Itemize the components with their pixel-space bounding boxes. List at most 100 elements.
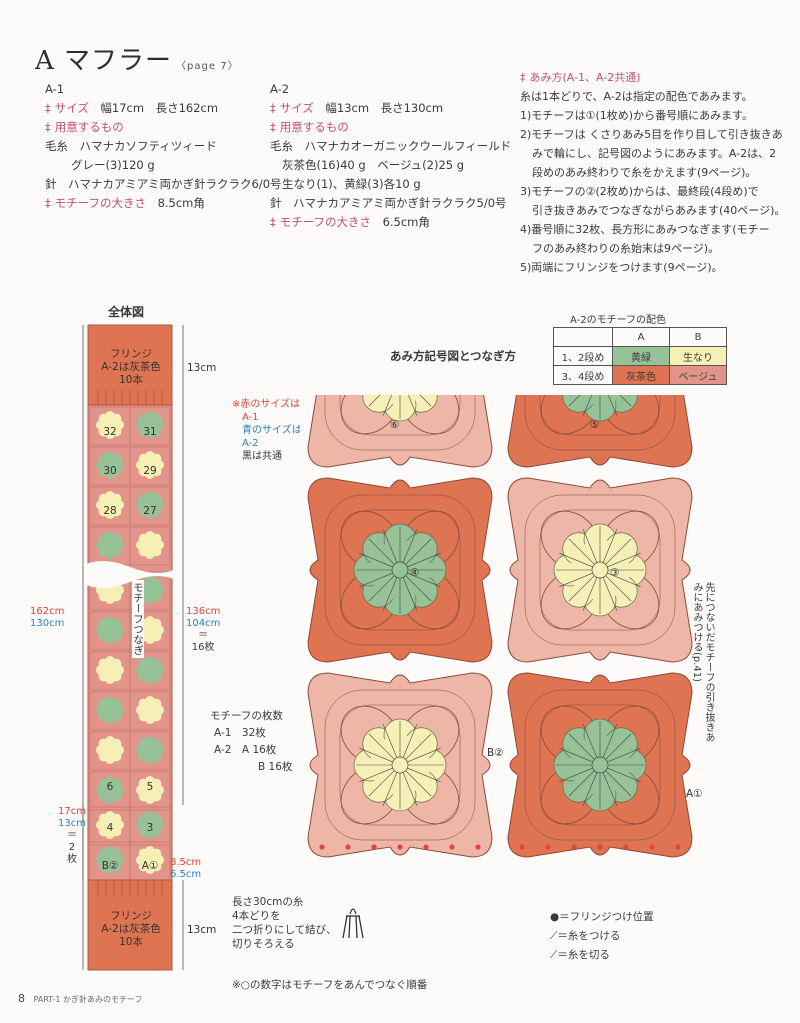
fringe-dot — [675, 844, 681, 850]
crochet-motif — [507, 477, 693, 663]
fringe-bottom-label: フリンジ A-2は灰茶色 10本 — [92, 910, 170, 949]
motif-number: 5 — [146, 781, 154, 793]
crochet-motif — [307, 672, 493, 858]
dim-fringe-bottom: 13cm — [187, 924, 217, 936]
flower-motif — [96, 451, 124, 479]
motif-size-a2: 6.5cm — [170, 869, 202, 880]
motif-number: B② — [101, 860, 119, 872]
color-table: A B 1、2段め 黄緑 生なり 3、4段め 灰茶色 ベージュ — [553, 327, 727, 385]
crochet-motif — [307, 477, 493, 663]
width-count: 2 — [68, 842, 76, 853]
flower-motif — [136, 696, 164, 724]
fringe-dot — [371, 844, 377, 850]
color-row-label: 1、2段め — [553, 346, 613, 366]
fringe-label-1: フリンジ — [110, 910, 152, 922]
fringe-note-line: 切りそろえる — [232, 938, 295, 950]
motif-size-dim: 8.5cm 6.5cm — [170, 857, 201, 881]
motif-size-a1: 8.5cm — [170, 857, 202, 868]
instruction-line: 4)番号順に32枚、長方形にあみつなぎます(モチー — [520, 223, 770, 236]
fringe-dot — [623, 844, 629, 850]
a1-yarn: 毛糸 ハマナカソフティツィード — [45, 139, 217, 153]
fringe-dot — [475, 844, 481, 850]
diagram-a1-label: A① — [686, 788, 703, 800]
a1-materials-heading: 用意するもの — [54, 120, 124, 134]
marker-icon: ‡ — [270, 101, 276, 115]
instruction-line: 2)モチーフは くさりあみ5目を作り目して引き抜きあ — [520, 128, 783, 141]
marker-icon: ‡ — [270, 120, 276, 134]
fringe-dot — [449, 844, 455, 850]
diagram-motif-number: ⑤ — [590, 419, 600, 431]
a1-size-heading: サイズ — [54, 101, 89, 115]
flower-motif — [136, 811, 164, 839]
diagram-motif-number: ④ — [410, 567, 420, 579]
overview-scarf-diagram — [80, 324, 180, 971]
flower-motif — [96, 616, 124, 644]
a2-motif-heading: モチーフの大きさ — [279, 215, 372, 229]
motif-number: 31 — [143, 426, 157, 438]
diagram-side-note: 先につないだモチーフの引き抜きあみにあみつける(p.41) — [691, 582, 714, 742]
fringe-dot — [397, 844, 403, 850]
fringe-dot — [319, 844, 325, 850]
page-number: 8 — [18, 992, 25, 1005]
motif-number: 4 — [106, 822, 114, 834]
legend-red-2: A-1 — [242, 412, 259, 423]
a1-label: A-1 — [45, 82, 65, 96]
fringe-top-label: フリンジ A-2は灰茶色 10本 — [92, 348, 170, 387]
cut-yarn-icon: ⟋ — [550, 949, 558, 961]
color-table-title: A-2のモチーフの配色 — [570, 315, 666, 326]
dimension-lines — [82, 325, 184, 970]
fringe-dot — [519, 844, 525, 850]
flower-motif — [96, 411, 124, 439]
motif-count-row: B 16枚 — [258, 761, 293, 773]
fringe-knot-icon — [342, 908, 364, 939]
diagram-title: あみ方記号図とつなぎ方 — [390, 349, 517, 363]
diagram-b2-label: B② — [487, 747, 504, 759]
a2-size-heading: サイズ — [279, 101, 314, 115]
a2-label: A-2 — [270, 82, 290, 96]
fringe-note-line: 二つ折りにして結び、 — [232, 924, 337, 936]
flower-motif — [96, 811, 124, 839]
flower-motif — [136, 531, 164, 559]
motif-number: 30 — [103, 465, 117, 477]
motif-number: 28 — [103, 505, 117, 517]
footer-text: PART-1 かぎ針あみのモチーフ — [33, 995, 143, 1004]
symbol-legend: ●＝フリンジつけ位置 ⟋＝糸をつける ⟋＝糸を切る — [550, 908, 654, 965]
fringe-dot — [649, 844, 655, 850]
flower-motif — [136, 411, 164, 439]
legend-red-1: ※赤のサイズは — [232, 399, 301, 410]
fringe-note-line: 4本どりを — [232, 910, 281, 922]
instruction-line: 段めのあみ終わりで糸をかえます(9ページ)。 — [532, 166, 757, 179]
motif-number: 32 — [103, 426, 117, 438]
total-length-a1: 162cm — [30, 606, 65, 617]
fringe-note-line: 長さ30cmの糸 — [232, 896, 304, 908]
page-footer: 8 PART-1 かぎ針あみのモチーフ — [18, 992, 143, 1005]
spec-a2: A-2 ‡サイズ 幅13cm 長さ130cm ‡用意するもの 毛糸 ハマナカオー… — [270, 80, 511, 232]
motif-number: 29 — [143, 465, 157, 477]
width-a2: 13cm — [58, 818, 86, 829]
fringe-label-2: A-2は灰茶色 — [101, 923, 161, 935]
bottom-note: ※○の数字はモチーフをあんでつなぐ順番 — [232, 979, 428, 991]
width-dim: 17cm 13cm ＝ 2 枚 — [58, 806, 86, 866]
symbol-cut: ⟋＝糸を切る — [550, 949, 610, 961]
width-a1: 17cm — [58, 806, 86, 817]
marker-icon: ‡ — [45, 120, 51, 134]
body-length: 136cm 104cm ＝ 16枚 — [186, 606, 220, 654]
instruction-line: 5)両端にフリンジをつけます(9ページ)。 — [520, 261, 723, 274]
a1-needle: 針 ハマナカアミアミ両かぎ針ラクラク6/0号 — [45, 177, 282, 191]
body-length-a1: 136cm — [186, 606, 221, 617]
instruction-line: フのあみ終わりの糸始末は9ページ)。 — [532, 242, 720, 255]
instruction-line: 糸は1本どりで、A-2は指定の配色であみます。 — [520, 90, 753, 103]
a2-yarn: 毛糸 ハマナカオーガニックウールフィールド — [270, 139, 512, 153]
symbol-join: ⟋＝糸をつける — [550, 930, 621, 942]
legend-black: 黒は共通 — [242, 451, 282, 462]
a2-yarn-color-2: 生なり(1)、黄緑(3)各10 g — [282, 177, 421, 191]
crochet-motif — [507, 672, 693, 858]
a2-materials-heading: 用意するもの — [279, 120, 349, 134]
total-length: 162cm 130cm — [30, 606, 64, 630]
marker-icon: ‡ — [45, 101, 51, 115]
body-length-a2: 104cm — [186, 618, 221, 629]
crochet-motif — [307, 395, 493, 468]
a1-yarn-color: グレー(3)120 g — [71, 158, 155, 172]
diagram-motif-number: ⑥ — [390, 419, 400, 431]
flower-motif — [136, 656, 164, 684]
